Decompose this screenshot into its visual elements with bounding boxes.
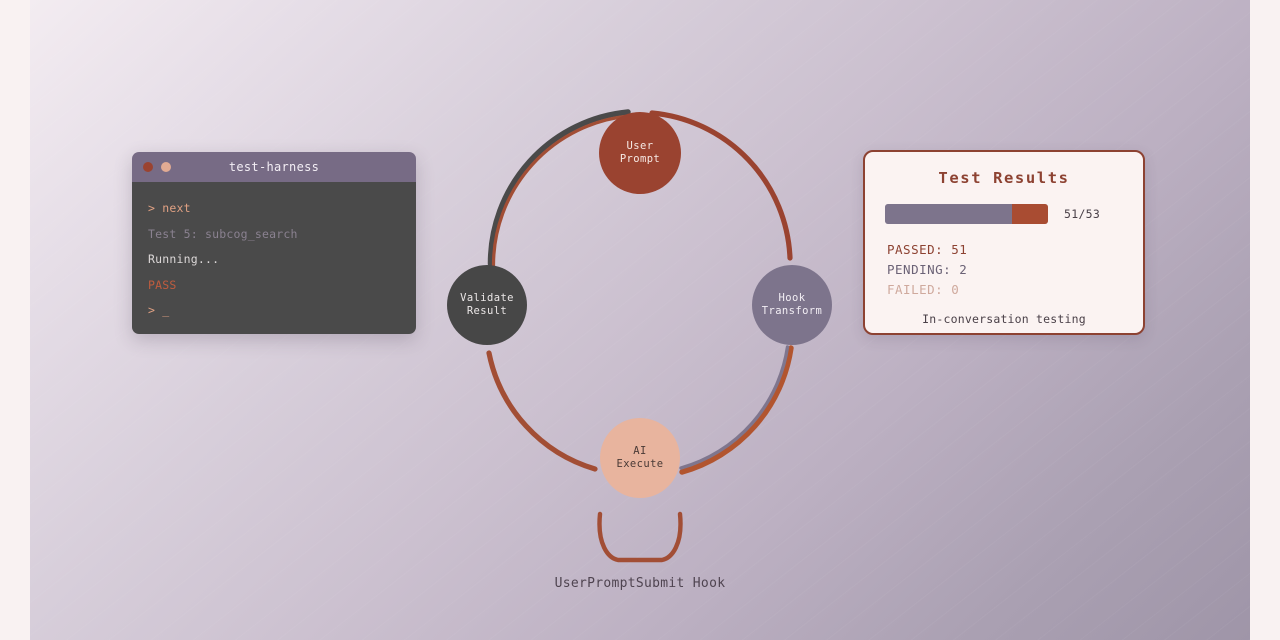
terminal-minimize-dot[interactable] [161, 162, 171, 172]
cycle-node-ai-execute-line1: AI [633, 444, 647, 457]
arc-bottom-right [679, 345, 794, 475]
cycle-diagram [486, 109, 794, 475]
hook-icon [597, 511, 683, 563]
stat-passed: PASSED: 51 [887, 242, 968, 257]
stats-block: PASSED: 51 PENDING: 2 FAILED: 0 [865, 240, 1143, 300]
terminal-line-result: PASS [148, 277, 177, 292]
frame-strip-right [1250, 0, 1280, 640]
arc-bottom-left [486, 350, 598, 472]
frame-strip-left [0, 0, 30, 640]
test-results-card: Test Results 51/53 PASSED: 51 PENDING: 2… [863, 150, 1145, 335]
terminal-body[interactable]: > next Test 5: subcog_search Running... … [132, 182, 416, 334]
cycle-node-user-prompt-line2: Prompt [619, 153, 661, 165]
test-results-footer: In-conversation testing [922, 312, 1086, 326]
cycle-node-validate-result-line1: Validate [460, 291, 514, 304]
arc-top-left [487, 109, 631, 268]
cycle-node-validate-result[interactable]: Validate Result [447, 265, 527, 345]
progress-row: 51/53 [885, 204, 1143, 224]
cycle-node-hook-transform-line2: Transform [761, 305, 823, 317]
terminal-line-testname: Test 5: subcog_search [148, 226, 298, 241]
terminal-window[interactable]: test-harness > next Test 5: subcog_searc… [132, 152, 416, 334]
progress-bar [885, 204, 1048, 224]
cycle-node-user-prompt[interactable]: User Prompt [599, 112, 681, 194]
progress-count-label: 51/53 [1064, 207, 1101, 221]
cycle-node-hook-transform-line1: Hook [778, 291, 806, 304]
arc-top-right [649, 110, 793, 261]
progress-bar-pending-fill [1012, 204, 1048, 224]
terminal-line-prompt: > _ [148, 303, 170, 317]
terminal-close-dot[interactable] [143, 162, 153, 172]
cycle-node-ai-execute[interactable]: AI Execute [600, 418, 680, 498]
terminal-titlebar[interactable]: test-harness [132, 152, 416, 182]
terminal-line-status: Running... [148, 252, 220, 266]
progress-bar-passed-fill [885, 204, 1013, 224]
cycle-node-ai-execute-line2: Execute [616, 458, 664, 470]
stat-failed: FAILED: 0 [887, 282, 960, 297]
hook-label: UserPromptSubmit Hook [554, 576, 726, 591]
cycle-node-validate-result-line2: Result [466, 305, 508, 317]
stat-pending: PENDING: 2 [887, 262, 968, 277]
terminal-title: test-harness [228, 160, 320, 174]
cycle-node-user-prompt-line1: User [626, 139, 654, 152]
test-results-title: Test Results [938, 169, 1070, 187]
cycle-node-hook-transform[interactable]: Hook Transform [752, 265, 832, 345]
terminal-line-command: > next [148, 201, 191, 215]
